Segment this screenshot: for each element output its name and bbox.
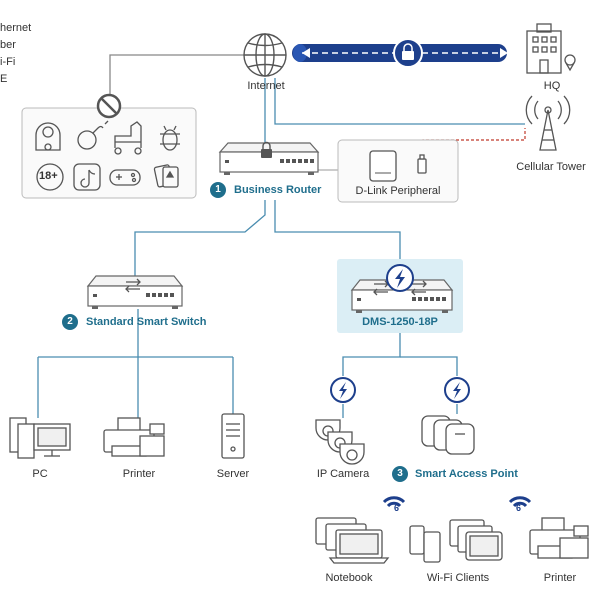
svg-text:6: 6 [516,503,521,513]
wifi6-icon: 6 [382,496,406,513]
legend-item: E [0,73,8,85]
cell-tower-icon [525,95,571,151]
business-router-label: Business Router [234,184,322,196]
printer-label: Printer [122,468,156,480]
lock-icon [261,149,272,158]
vpn-tunnel [292,38,508,68]
connection-legend: hernet ber i-Fi E [0,20,31,88]
svg-text:6: 6 [394,503,399,513]
adult-content-icon [36,163,64,191]
standard-switch-label: Standard Smart Switch [86,316,207,328]
cards-icon [153,164,179,188]
step-badge-switch: 2 [62,314,78,330]
printer-icon [529,517,589,559]
access-point-icon [421,415,475,455]
switch-arrows-icon [125,278,141,293]
dms-switch-label: DMS-1250-18P [362,316,438,328]
wifi6-icon: 6 [508,496,532,513]
smart-switch-icon [86,275,184,309]
server-icon [221,413,245,459]
pc-label: PC [32,468,48,480]
access-point-label: Smart Access Point [415,468,518,480]
bug-icon [160,125,180,151]
globe-icon [243,33,287,77]
notebook-icon [315,517,390,564]
network-links [37,54,525,418]
notebook-label: Notebook [325,572,373,584]
step-badge-ap: 3 [392,466,408,482]
legend-item: hernet [0,22,32,34]
cellular-tower-label: Cellular Tower [516,161,586,173]
peripheral-box [337,139,459,203]
adult-content-label: 18+ [39,170,58,182]
legend-item: i-Fi [0,56,16,68]
poe-bolt-icon [444,377,470,403]
ip-camera-icon [315,419,365,465]
ip-camera-label: IP Camera [316,468,370,480]
wifi-clients-icon [409,519,503,563]
peripheral-cellular-link [422,128,526,157]
bomb-icon [77,120,109,150]
trojan-horse-icon [114,121,142,155]
server-label: Server [216,468,250,480]
hacker-icon [35,122,61,151]
printer-label: Printer [543,572,577,584]
printer-icon [103,417,165,457]
legend-item: ber [0,39,16,51]
internet-label: Internet [247,80,285,92]
hard-drive-icon [369,150,397,182]
gamepad-icon [109,169,141,186]
building-icon [526,23,576,74]
router-icon [218,141,320,175]
dms-switch-icon [337,259,463,333]
poe-bolt-icon [330,377,356,403]
peripheral-label: D-Link Peripheral [355,185,441,197]
step-badge-router: 1 [210,182,226,198]
usb-stick-icon [417,154,427,174]
tiktok-icon [73,163,101,191]
hq-label: HQ [543,80,561,92]
wifi-clients-label: Wi-Fi Clients [426,572,490,584]
pc-icon [9,417,71,459]
blocked-content-box [21,93,197,199]
